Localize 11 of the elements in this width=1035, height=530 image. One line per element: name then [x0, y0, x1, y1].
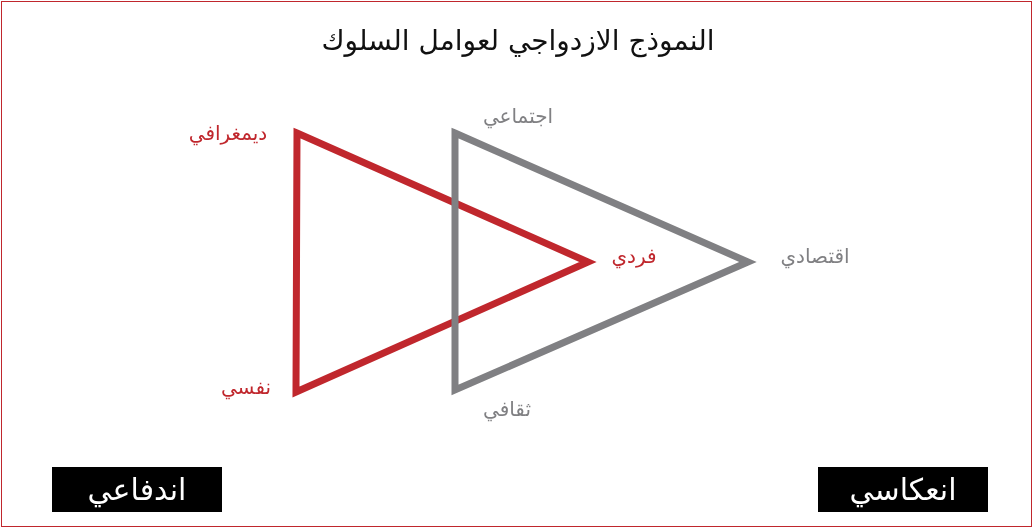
vertex-label: ثقافي	[483, 397, 531, 421]
vertex-label: اقتصادي	[780, 244, 850, 268]
label-box: اندفاعي	[52, 467, 222, 512]
vertex-label: فردي	[611, 244, 657, 268]
diagram-title: النموذج الازدواجي لعوامل السلوك	[321, 23, 715, 57]
label-box: انعكاسي	[818, 467, 988, 512]
triangle-outline	[451, 127, 757, 396]
vertex-label: نفسي	[220, 375, 272, 399]
triangle-outline	[292, 127, 597, 398]
vertex-label: ديمغرافي	[188, 121, 268, 145]
vertex-label: اجتماعي	[482, 104, 554, 128]
